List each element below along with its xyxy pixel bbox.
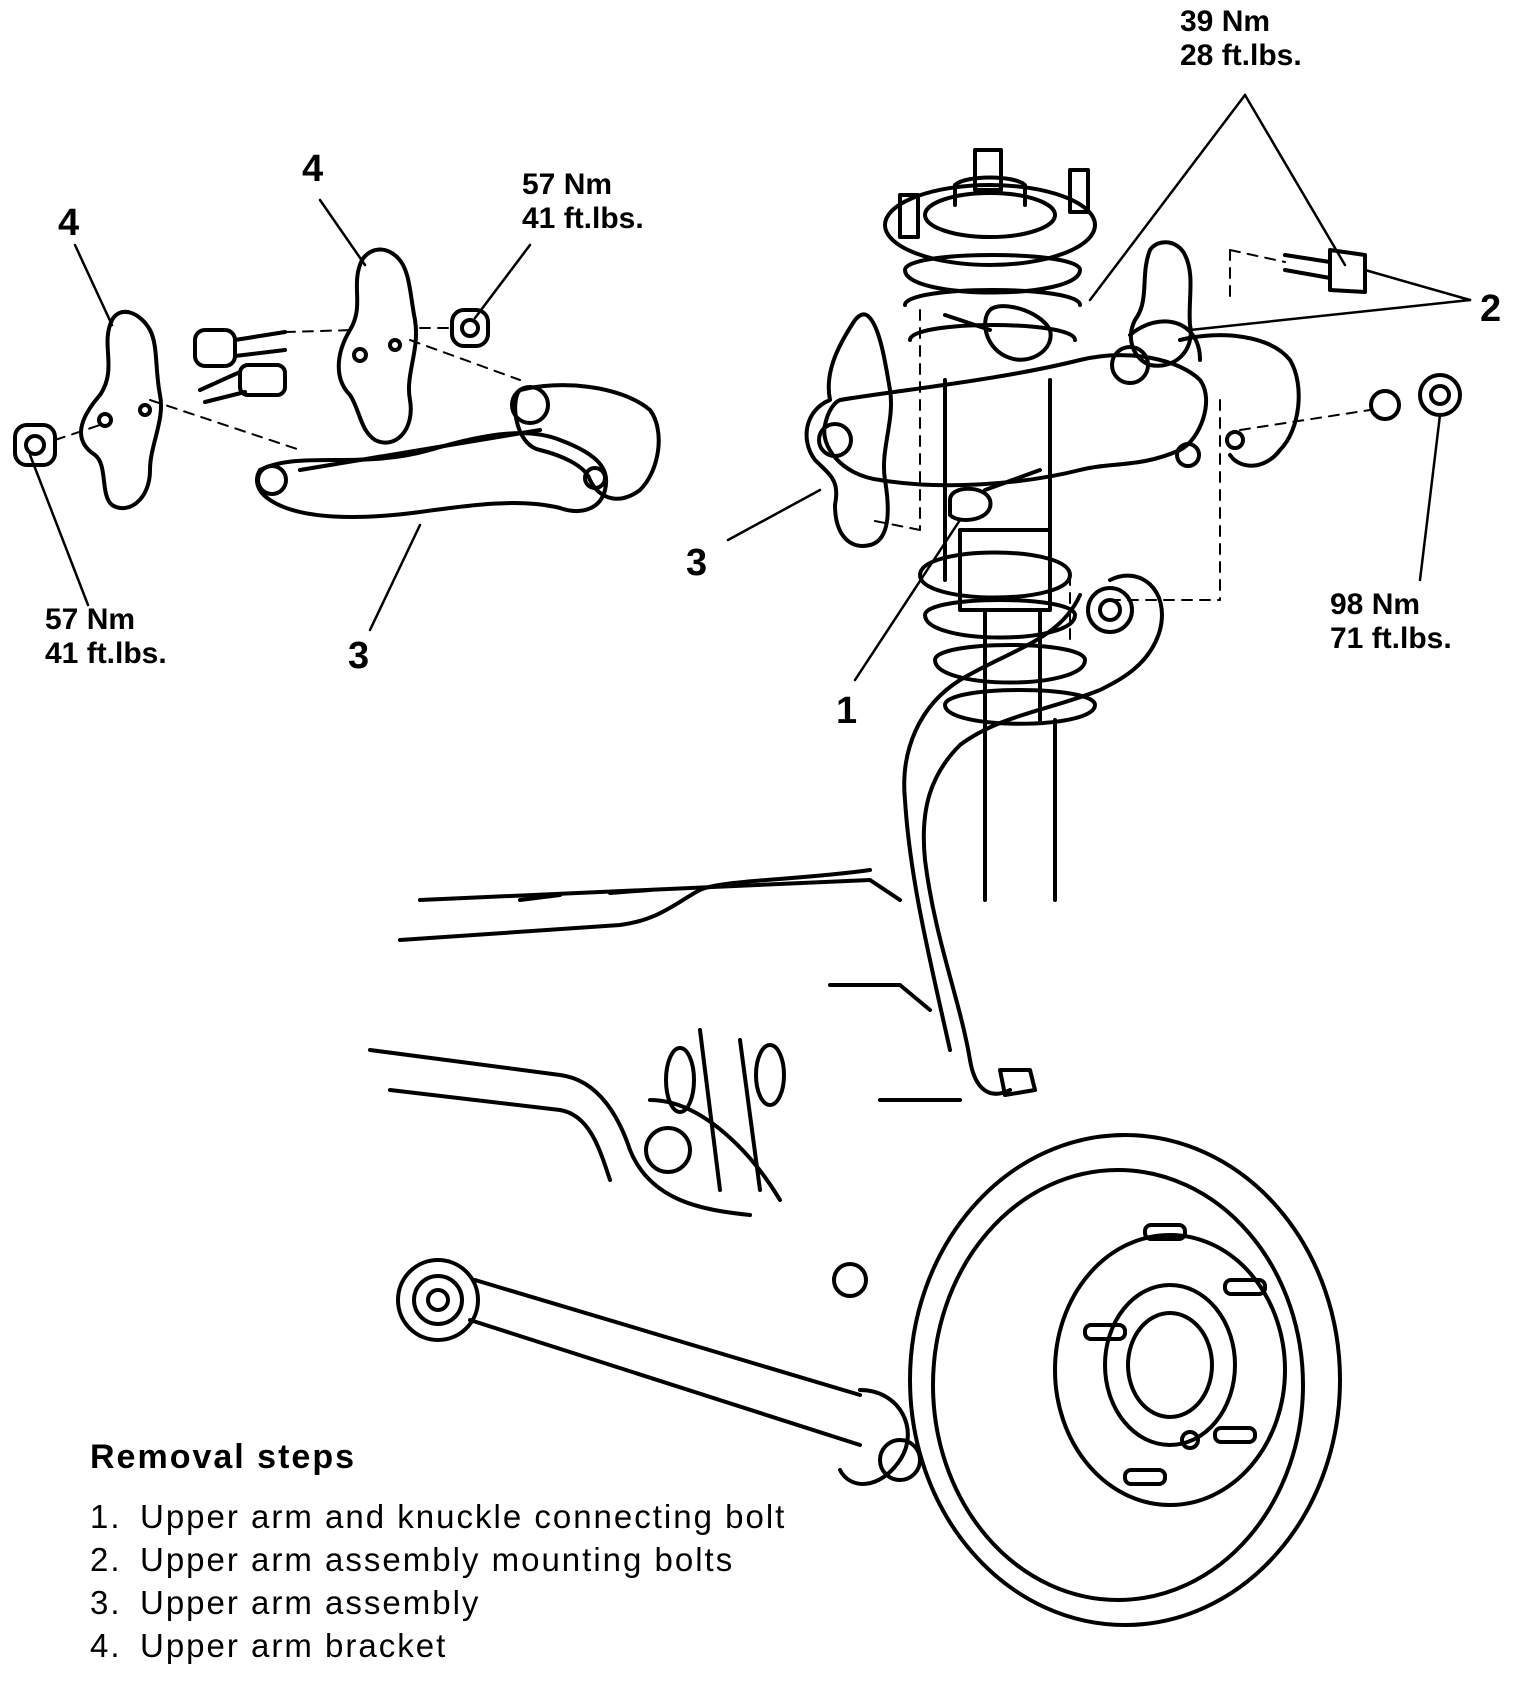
callout-bracket-left: 4 xyxy=(58,202,80,244)
torque-left-bottom-imperial: 41 ft.lbs. xyxy=(45,636,167,670)
removal-steps-list: 1.Upper arm and knuckle connecting bolt … xyxy=(90,1495,900,1667)
torque-right-side-imperial: 71 ft.lbs. xyxy=(1330,621,1452,655)
removal-steps-title: Removal steps xyxy=(90,1438,356,1476)
step-item: 1. Upper arm and knuckle connecting bolt xyxy=(90,1495,900,1538)
left-bracket-4a xyxy=(79,309,163,511)
step-item: 3. Upper arm assembly xyxy=(90,1581,900,1624)
right-upper-arm xyxy=(822,319,1301,488)
step-text: Upper arm assembly xyxy=(140,1584,481,1621)
knuckle-arm xyxy=(902,573,1164,1097)
left-bolts xyxy=(13,308,490,467)
callout-bracket-right: 4 xyxy=(302,148,324,190)
right-phantom-lines xyxy=(869,249,1371,641)
torque-left-top-metric: 57 Nm xyxy=(522,168,613,201)
step-number: 4. xyxy=(90,1627,122,1664)
callout-mount-bolts: 2 xyxy=(1480,288,1502,330)
crossmember xyxy=(368,868,962,1217)
torque-label-left-bottom: 57 Nm 41 ft.lbs. xyxy=(45,603,167,670)
step-text: Upper arm and knuckle connecting bolt xyxy=(140,1498,787,1535)
torque-right-top-imperial: 28 ft.lbs. xyxy=(1180,38,1302,72)
step-text: Upper arm assembly mounting bolts xyxy=(140,1541,735,1578)
torque-label-right-side: 98 Nm 71 ft.lbs. xyxy=(1330,588,1452,655)
right-bolts xyxy=(817,248,1462,522)
left-phantom-lines xyxy=(54,327,521,451)
strut-top-mount xyxy=(883,148,1097,267)
torque-right-side-metric: 98 Nm xyxy=(1330,588,1421,621)
step-number: 1. xyxy=(90,1498,122,1535)
torque-right-top-metric: 39 Nm xyxy=(1180,5,1271,38)
torque-left-bottom-metric: 57 Nm xyxy=(45,603,136,636)
step-item: 4. Upper arm bracket xyxy=(90,1624,900,1667)
left-bracket-4b xyxy=(336,247,418,445)
step-number: 2. xyxy=(90,1541,122,1578)
left-upper-arm xyxy=(255,383,661,519)
right-leader-lines xyxy=(726,93,1472,682)
step-item: 2. Upper arm assembly mounting bolts xyxy=(90,1538,900,1581)
torque-left-top-imperial: 41 ft.lbs. xyxy=(522,201,644,235)
lower-arm xyxy=(396,1258,922,1486)
coil-spring xyxy=(903,253,1097,726)
left-leader-lines xyxy=(28,198,532,632)
callout-arm-right: 3 xyxy=(686,542,708,584)
callout-arm-left: 3 xyxy=(348,635,370,677)
torque-label-left-top: 57 Nm 41 ft.lbs. xyxy=(522,168,644,235)
callout-knuckle-bolt: 1 xyxy=(836,690,858,732)
right-brackets xyxy=(804,240,1193,548)
brake-drum xyxy=(908,1133,1342,1627)
step-text: Upper arm bracket xyxy=(140,1627,448,1664)
removal-steps: Removal steps 1. Upper arm and knuckle co… xyxy=(90,1438,900,1667)
step-number: 3. xyxy=(90,1584,122,1621)
torque-label-right-top: 39 Nm 28 ft.lbs. xyxy=(1180,5,1302,72)
